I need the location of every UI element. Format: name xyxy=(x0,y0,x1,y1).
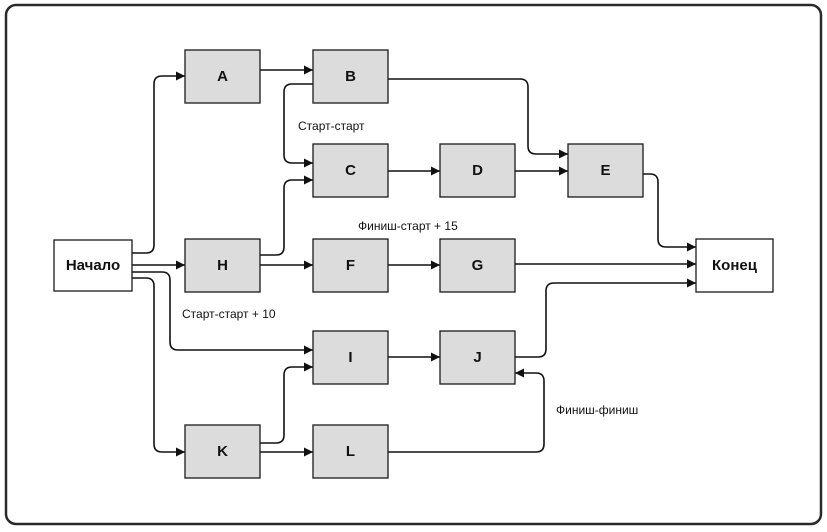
node-box xyxy=(439,330,516,385)
node-l: L xyxy=(312,424,389,479)
node-box xyxy=(312,143,389,198)
node-box xyxy=(439,143,516,198)
node-k: K xyxy=(184,424,261,479)
node-a: A xyxy=(184,49,261,104)
node-box xyxy=(312,424,389,479)
node-label: L xyxy=(346,443,355,460)
node-f: F xyxy=(312,238,389,293)
edge-h-to-c xyxy=(260,175,313,256)
node-box xyxy=(567,143,644,198)
node-label: F xyxy=(346,257,355,274)
edge-start-to-i xyxy=(132,271,313,355)
node-b: B xyxy=(312,49,389,104)
node-box xyxy=(184,238,261,293)
edge-label: Финиш-старт + 15 xyxy=(358,219,458,233)
node-start: Начало xyxy=(53,239,133,292)
edge-k-to-i xyxy=(260,362,313,444)
node-h: H xyxy=(184,238,261,293)
node-label: J xyxy=(473,349,481,366)
edge-label: Финиш-финиш xyxy=(556,403,638,417)
node-label: K xyxy=(217,443,228,460)
node-label: H xyxy=(217,257,228,274)
node-box xyxy=(184,424,261,479)
edge-j-to-end xyxy=(515,278,696,358)
edge-label: Старт-старт xyxy=(298,119,365,133)
node-box xyxy=(312,49,389,104)
node-c: C xyxy=(312,143,389,198)
node-label: E xyxy=(600,162,610,179)
node-i: I xyxy=(312,330,389,385)
node-box xyxy=(53,239,133,292)
edge-b-to-e xyxy=(388,78,568,159)
node-e: E xyxy=(567,143,644,198)
node-box xyxy=(439,238,516,293)
node-label: Конец xyxy=(712,257,758,274)
edge-start-to-k xyxy=(132,277,185,457)
edge-e-to-end xyxy=(643,173,696,252)
node-d: D xyxy=(439,143,516,198)
node-label: I xyxy=(348,349,352,366)
edge-l-to-j xyxy=(388,368,545,453)
node-label: D xyxy=(472,162,483,179)
edge-start-to-a xyxy=(132,71,185,254)
node-end: Конец xyxy=(695,238,774,293)
edge-label: Старт-старт + 10 xyxy=(182,307,276,321)
node-box xyxy=(695,238,774,293)
node-g: G xyxy=(439,238,516,293)
node-label: G xyxy=(472,257,484,274)
node-label: C xyxy=(345,162,356,179)
node-box xyxy=(312,330,389,385)
node-box xyxy=(312,238,389,293)
node-j: J xyxy=(439,330,516,385)
node-label: B xyxy=(345,68,356,85)
node-box xyxy=(184,49,261,104)
node-label: Начало xyxy=(66,257,120,274)
edge-b-to-c xyxy=(283,83,313,168)
node-label: A xyxy=(217,68,228,85)
